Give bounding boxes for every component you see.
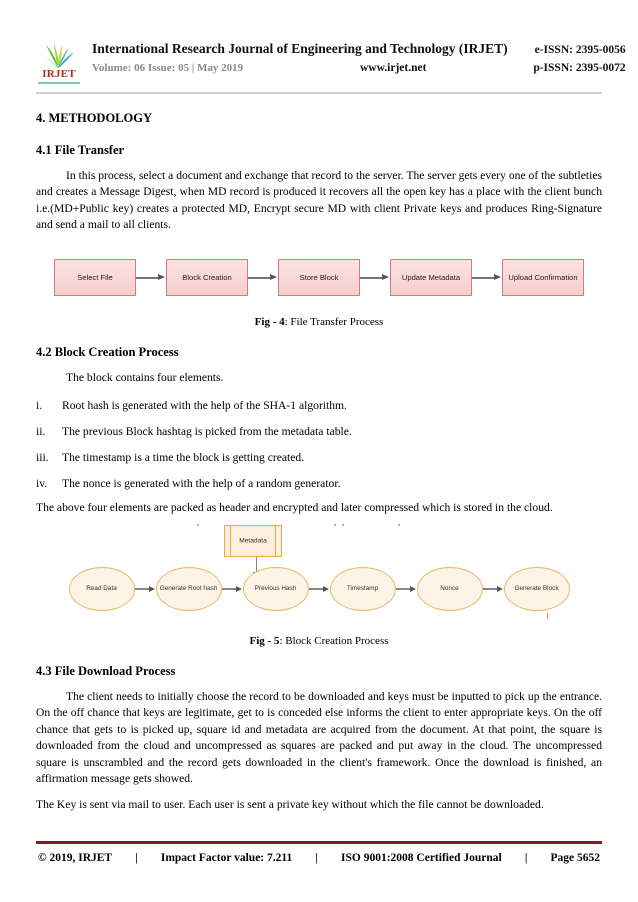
flow-node-generate-block: Generate Block <box>503 566 570 611</box>
flow-arrow-icon <box>134 584 156 593</box>
flow-arrow-icon <box>482 584 504 593</box>
figure-4-caption-label: Fig - 4 <box>254 315 285 328</box>
footer-copyright: © 2019, IRJET <box>38 852 113 864</box>
figure-5-caption-label: Fig - 5 <box>249 634 280 647</box>
list-item: ii. The previous Block hashtag is picked… <box>36 425 602 438</box>
paragraph-file-download: The client needs to initially choose the… <box>36 689 602 785</box>
flow-node-metadata-label: Metadata <box>239 537 267 545</box>
list-item-text: The timestamp is a time the block is get… <box>62 451 305 465</box>
flow-arrow-icon <box>248 273 278 282</box>
header-divider <box>36 92 602 94</box>
masthead-text: International Research Journal of Engine… <box>82 40 626 74</box>
flow-node-select-file: Select File <box>54 259 136 297</box>
journal-masthead: IRJET International Research Journal of … <box>36 40 626 86</box>
figure-4-diagram: Select File Block Creation Store Block U… <box>36 248 602 308</box>
figure-5-caption: Fig - 5: Block Creation Process <box>36 635 602 647</box>
paragraph-header-encrypted: The above four elements are packed as he… <box>36 501 553 515</box>
footer-separator: | <box>135 852 138 864</box>
section-heading-block-creation: 4.2 Block Creation Process <box>36 344 179 359</box>
section-heading-file-download: 4.3 File Download Process <box>36 663 176 678</box>
list-item-text: The previous Block hashtag is picked fro… <box>62 425 352 439</box>
volume-issue-date: Volume: 06 Issue: 05 | May 2019 <box>92 62 244 74</box>
flow-node-generate-root-hash: Generate Root hash <box>155 566 222 611</box>
flow-node-metadata: Metadata <box>224 524 282 557</box>
flow-node-update-metadata: Update Metadata <box>390 259 472 297</box>
flow-node-upload-confirmation: Upload Confirmation <box>502 259 584 297</box>
footer-separator: | <box>524 852 528 864</box>
list-item-number: iii. <box>36 451 49 465</box>
flow-node-store-block: Store Block <box>278 259 360 297</box>
paragraph-file-transfer: In this process, select a document and e… <box>36 169 602 232</box>
journal-website[interactable]: www.irjet.net <box>360 62 427 74</box>
scan-artifacts <box>36 519 602 533</box>
e-issn: e-ISSN: 2395-0056 <box>534 44 626 56</box>
predefined-process-line-left <box>230 525 231 556</box>
footer-divider <box>36 841 602 844</box>
page-footer: © 2019, IRJET | Impact Factor value: 7.2… <box>36 841 602 864</box>
footer-certification: ISO 9001:2008 Certified Journal <box>341 852 502 864</box>
flow-arrow-icon <box>395 584 417 593</box>
flow-node-nonce: Nonce <box>416 566 483 611</box>
list-item: iv. The nonce is generated with the help… <box>36 477 602 490</box>
list-item-number: i. <box>36 399 43 413</box>
paragraph-block-elements: The block contains four elements. <box>66 370 224 384</box>
list-item-number: iv. <box>36 477 48 491</box>
flow-node-read-data: Read Data <box>68 566 135 611</box>
section-heading-methodology: 4. METHODOLOGY <box>36 111 152 125</box>
footer-page-number: Page 5652 <box>550 852 600 864</box>
logo-wordmark: IRJET <box>42 68 76 80</box>
flow-arrow-icon <box>136 273 166 282</box>
flow-arrow-icon <box>221 584 243 593</box>
flow-node-timestamp: Timestamp <box>329 566 396 611</box>
figure-4-caption-text: : File Transfer Process <box>284 315 384 328</box>
figure-4-caption: Fig - 4: File Transfer Process <box>36 316 602 328</box>
flow-arrow-icon <box>360 273 390 282</box>
list-item: iii. The timestamp is a time the block i… <box>36 451 602 464</box>
list-item-number: ii. <box>36 425 46 439</box>
footer-separator: | <box>315 852 318 864</box>
section-heading-file-transfer: 4.1 File Transfer <box>36 143 125 157</box>
footer-impact-factor: Impact Factor value: 7.211 <box>160 852 293 864</box>
flow-arrow-icon <box>308 584 330 593</box>
paragraph-key-mail: The Key is sent via mail to user. Each u… <box>36 798 544 812</box>
figure-5-diagram: Metadata Read Data Generate Root hash Pr… <box>36 519 602 627</box>
predefined-process-line-right <box>275 525 276 556</box>
irjet-logo: IRJET <box>36 41 82 85</box>
flow-node-block-creation: Block Creation <box>166 259 248 297</box>
page-content: IRJET International Research Journal of … <box>36 40 626 814</box>
logo-underline <box>38 82 80 84</box>
p-issn: p-ISSN: 2395-0072 <box>533 62 626 74</box>
list-item: i. Root hash is generated with the help … <box>36 399 602 412</box>
list-item-text: The nonce is generated with the help of … <box>62 477 341 491</box>
journal-title: International Research Journal of Engine… <box>92 41 508 56</box>
flow-node-previous-hash: Previous Hash <box>242 566 309 611</box>
list-item-text: Root hash is generated with the help of … <box>62 399 347 413</box>
figure-5-caption-text: : Block Creation Process <box>279 634 389 647</box>
flow-arrow-icon <box>472 273 502 282</box>
diagram-tick-artifact <box>547 612 548 619</box>
leaf-fan-icon <box>42 43 74 68</box>
